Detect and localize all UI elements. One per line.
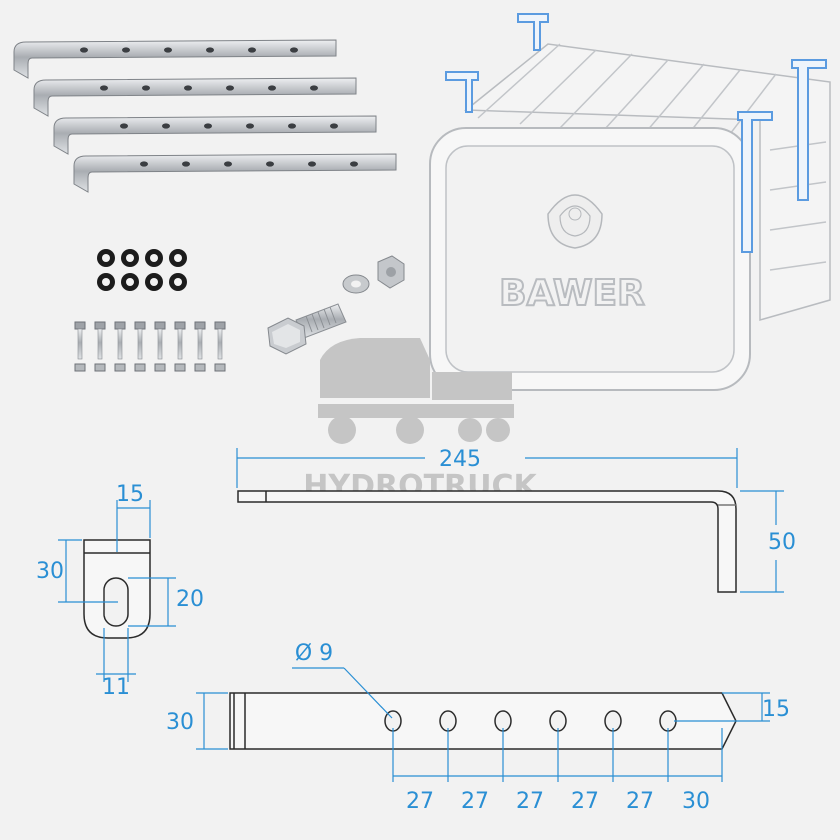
- hole-spacing-label: 27: [571, 789, 599, 814]
- washers-photo: [97, 249, 187, 291]
- height-dimension: 50: [768, 530, 796, 555]
- end-view-drawing: [83, 539, 151, 639]
- hole-spacing-label: 27: [406, 789, 434, 814]
- dimension-lines-top: [196, 667, 770, 782]
- hole-spacing-label: 27: [516, 789, 544, 814]
- hole-spacing-labels: 27 27 27 27 27 30: [406, 789, 710, 814]
- slot-top-dimension: 15: [116, 482, 144, 507]
- slot-length-dimension: 20: [176, 587, 204, 612]
- hole-spacing-label: 30: [682, 789, 710, 814]
- bolt: [114, 321, 126, 372]
- bolt: [214, 321, 226, 372]
- brand-label: BAWER: [499, 273, 645, 314]
- bolt: [194, 321, 206, 372]
- slot-side-dimension: 30: [36, 559, 64, 584]
- bolts-photo: [74, 321, 226, 372]
- hole-diameter-label: Ø 9: [295, 641, 333, 666]
- bar-width-dimension: 30: [166, 710, 194, 735]
- length-dimension: 245: [439, 447, 481, 472]
- steel-bracket: [13, 39, 337, 79]
- hole-row: [384, 710, 677, 732]
- side-view-drawing: [237, 490, 737, 593]
- top-view-drawing: [229, 692, 737, 750]
- bolt: [154, 321, 166, 372]
- dimension-lines-side: [236, 448, 784, 593]
- end-offset-dimension: 15: [762, 697, 790, 722]
- bolt-washer-nut-photo: [267, 255, 405, 355]
- watermark: HYDROTRUCK: [303, 338, 539, 504]
- steel-bracket: [53, 115, 377, 155]
- toolbox-bracket-left-top: [445, 13, 549, 113]
- steel-bracket: [73, 153, 397, 193]
- steel-bracket: [33, 77, 357, 117]
- mounting-brackets-photo: [13, 39, 397, 193]
- bolt: [174, 321, 186, 372]
- slot-width-dimension: 11: [102, 675, 130, 700]
- toolbox-bracket-right: [737, 59, 827, 253]
- bolt: [74, 321, 86, 372]
- toolbox-drawing: BAWER: [429, 43, 831, 391]
- hole-spacing-label: 27: [626, 789, 654, 814]
- bolt: [134, 321, 146, 372]
- bolt: [94, 321, 106, 372]
- hole-spacing-label: 27: [461, 789, 489, 814]
- dimension-lines-end: [58, 500, 176, 682]
